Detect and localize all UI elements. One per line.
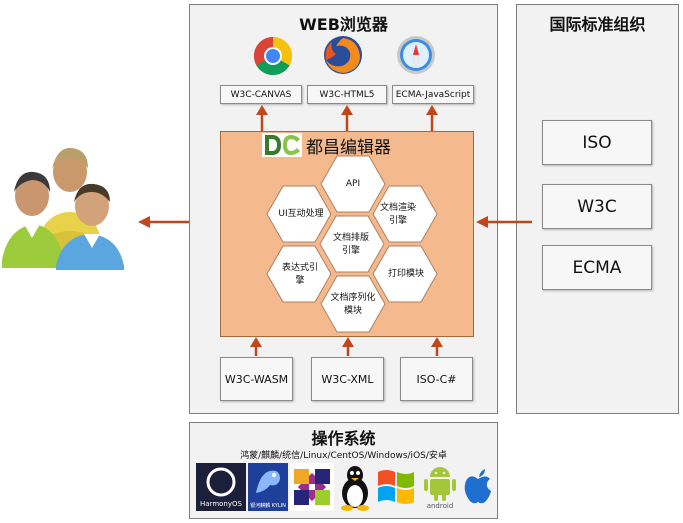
w3c-canvas-label: W3C-CANVAS: [220, 85, 302, 104]
module-layout-engine: 文档排版引擎: [332, 233, 369, 256]
harmonyos-text: HarmonyOS: [200, 500, 242, 508]
android-icon: android: [418, 463, 462, 511]
kylin-text: 银河麒麟 KYLIN: [250, 503, 286, 509]
iso-box: ISO: [542, 120, 652, 165]
apple-icon: [462, 463, 494, 509]
hexagon-cluster: [266, 155, 438, 333]
web-browser-title: WEB浏览器: [299, 15, 388, 34]
safari-icon: [396, 35, 436, 75]
ecma-box: ECMA: [542, 245, 652, 290]
dc-logo: [262, 133, 302, 157]
w3c-wasm-box: W3C-WASM: [220, 357, 293, 401]
android-text: android: [426, 502, 454, 510]
centos-icon: [290, 463, 334, 511]
harmonyos-icon: HarmonyOS: [196, 463, 246, 511]
editor-title: 都昌编辑器: [306, 138, 391, 158]
iso-csharp-box: ISO-C#: [400, 357, 473, 401]
windows-icon: [376, 464, 416, 510]
linux-tux-icon: [336, 463, 374, 511]
os-subtitle: 鸿蒙/麒麟/统信/Linux/CentOS/Windows/iOS/安卓: [240, 451, 447, 461]
module-api: API: [345, 179, 361, 189]
arrows-from-foundations: [250, 337, 443, 356]
module-print: 打印模块: [387, 269, 424, 279]
ecma-javascript-label: ECMA-JavaScript: [392, 85, 474, 104]
kylin-icon: 银河麒麟 KYLIN: [248, 463, 288, 511]
w3c-box: W3C: [542, 184, 652, 229]
w3c-html5-label: W3C-HTML5: [307, 85, 387, 104]
users-icon: [0, 140, 130, 270]
firefox-icon: [322, 34, 364, 76]
module-render-engine: 文档渲染引擎: [379, 203, 416, 226]
chrome-icon: [253, 36, 293, 76]
standards-title: 国际标准组织: [549, 15, 646, 34]
module-serialization: 文档序列化模块: [330, 293, 376, 316]
w3c-xml-box: W3C-XML: [311, 357, 384, 401]
arrows-to-browsers: [256, 105, 438, 132]
os-title: 操作系统: [311, 429, 376, 448]
module-expression-engine: 表达式引擎: [281, 263, 318, 286]
module-ui-interaction: UI互动处理: [278, 209, 324, 219]
arrow-standards-to-editor: [476, 216, 532, 228]
